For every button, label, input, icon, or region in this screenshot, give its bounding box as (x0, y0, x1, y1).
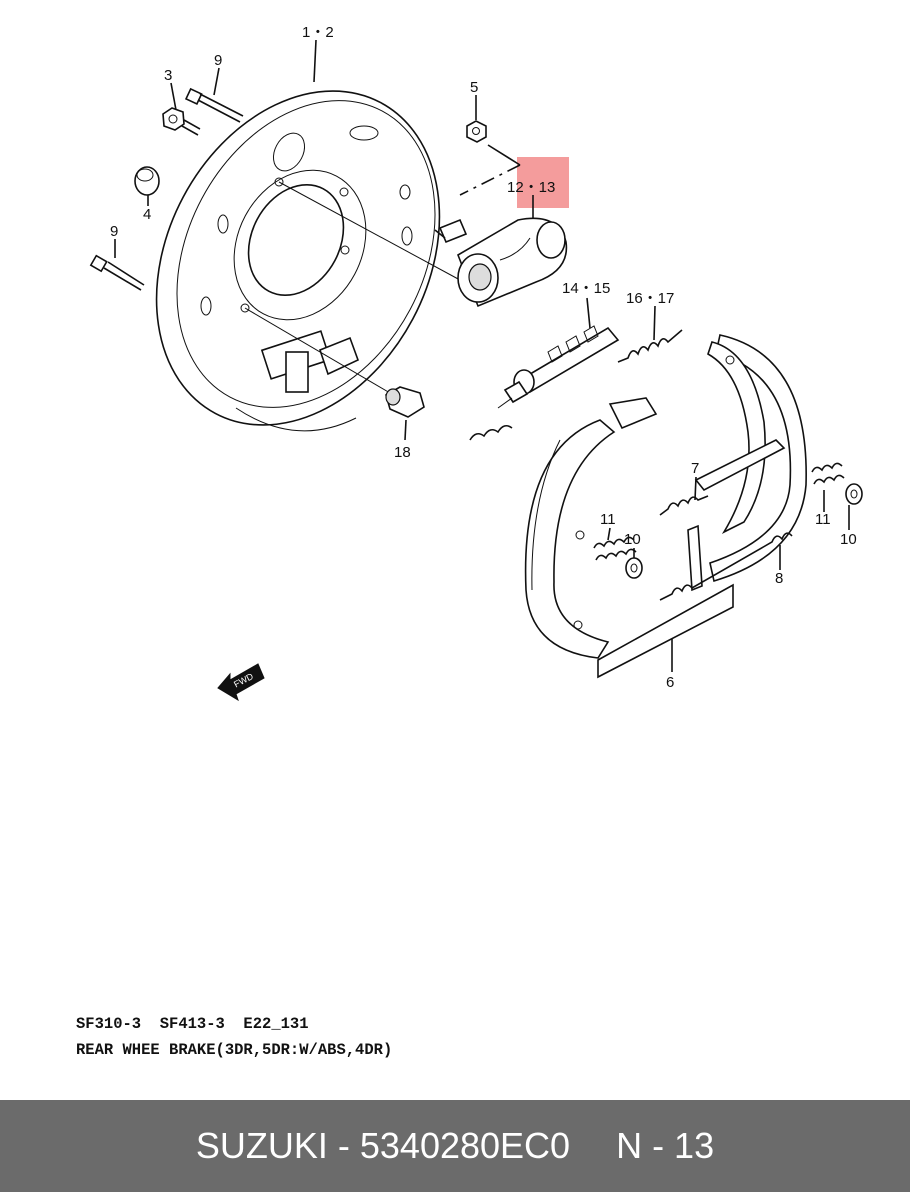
callout-10-left: 10 (624, 531, 641, 548)
footer-page-ref: N - 13 (616, 1125, 715, 1166)
callout-10-right: 10 (840, 531, 857, 548)
highlight-box (517, 157, 569, 208)
diagram-code-caption: SF310-3 SF413-3 E22_131 (76, 1015, 309, 1033)
brake-shoe-front (524, 397, 734, 679)
footer-bar: SUZUKI - 5340280EC0 N - 13 (0, 1100, 910, 1192)
callout-1-2: 1・2 (302, 24, 334, 41)
plug-18 (385, 386, 425, 418)
wheel-cylinder (434, 217, 568, 308)
spring-7 (659, 495, 709, 516)
spring-16-17 (617, 329, 683, 363)
callout-4: 4 (143, 206, 151, 223)
nut-3 (162, 107, 201, 136)
nut-5 (466, 120, 487, 143)
callout-3: 3 (164, 67, 172, 84)
cap-4 (134, 166, 160, 196)
brake-shoe-rear (687, 334, 807, 592)
callout-9-lower: 9 (110, 223, 118, 240)
callout-5: 5 (470, 79, 478, 96)
cup-10-right (845, 483, 863, 505)
callout-14-15: 14・15 (562, 280, 610, 297)
bolt-9-upper (184, 87, 244, 123)
callouts: 1・2 3 9 4 9 5 12・13 14・15 16・17 18 7 11 … (110, 24, 857, 691)
callout-9-upper: 9 (214, 52, 222, 69)
callout-11-left: 11 (600, 511, 616, 528)
callout-7: 7 (691, 460, 699, 477)
callout-18: 18 (394, 444, 411, 461)
spring-8 (659, 532, 793, 601)
callout-6: 6 (666, 674, 674, 691)
bolt-9-lower (89, 254, 145, 291)
fwd-arrow-icon: FWD (217, 663, 265, 702)
leader-lines (114, 39, 850, 672)
brake-exploded-diagram: FWD 1・2 3 9 4 9 5 12・13 14・15 16・17 18 7… (89, 24, 863, 702)
footer-part-number: SUZUKI - 5340280EC0 (195, 1125, 571, 1166)
backing-plate (155, 90, 441, 432)
callout-11-right: 11 (815, 511, 831, 528)
callout-12-13: 12・13 (507, 179, 555, 196)
callout-8: 8 (775, 570, 783, 587)
cup-10-left (625, 557, 643, 579)
callout-16-17: 16・17 (626, 290, 674, 307)
hold-down-spring-11-right (811, 462, 845, 485)
diagram-description-caption: REAR WHEE BRAKE(3DR,5DR:W/ABS,4DR) (76, 1041, 393, 1059)
adjuster-assembly (469, 325, 620, 441)
hold-down-spring-11-left (593, 536, 637, 561)
